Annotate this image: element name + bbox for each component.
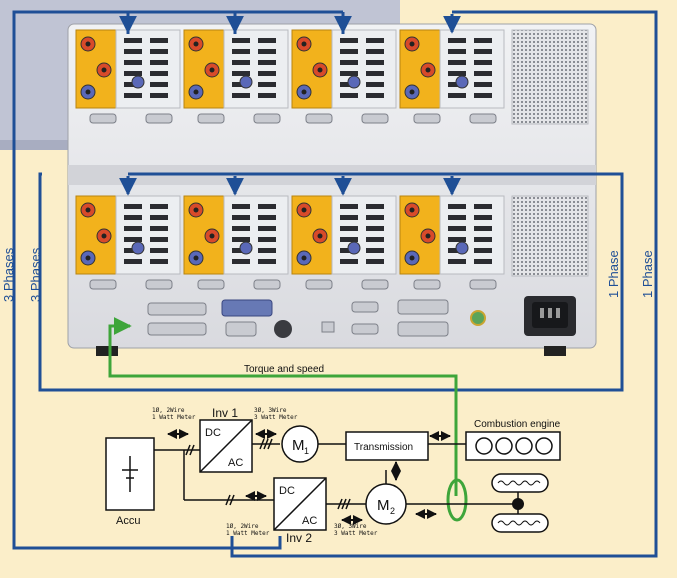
terminal-jack: [296, 202, 312, 218]
terminal-jack: [420, 228, 436, 244]
sub-d-connector: [361, 113, 389, 124]
sub-d-connector: [253, 113, 281, 124]
terminal-jack: [296, 84, 312, 100]
sub-d-connector: [253, 279, 281, 290]
terminal-jack: [296, 250, 312, 266]
sub-d-connector: [145, 279, 173, 290]
sub-d-connector: [305, 113, 333, 124]
terminal-jack: [80, 84, 96, 100]
channel-module: [75, 195, 181, 290]
wheel-icon: [491, 473, 549, 533]
terminal-jack: [188, 36, 204, 52]
inv1-right-note-line2: 3 Watt Meter: [254, 414, 298, 421]
channel-modules: [75, 29, 505, 290]
inv1-right-note-line1: 3Ø, 3Wire: [254, 407, 287, 414]
drive-train-block-diagram: [105, 419, 561, 531]
inverter-2-label: Inv 2: [286, 531, 312, 545]
terminal-jack: [188, 202, 204, 218]
terminal-jack: [188, 84, 204, 100]
torque-speed-label: Torque and speed: [244, 364, 324, 375]
accu-label: Accu: [116, 515, 140, 527]
terminal-jack: [420, 62, 436, 78]
sub-d-connector: [361, 279, 389, 290]
sub-d-connector: [469, 113, 497, 124]
sub-d-connector: [145, 113, 173, 124]
inv1-left-note-line1: 1Ø, 2Wire: [152, 407, 185, 414]
motor-1-subscript: 1: [304, 446, 309, 456]
lower-fan-vent: [511, 195, 589, 277]
inverter-1-label: Inv 1: [212, 406, 238, 420]
one-phase-outer-label: 1 Phase: [640, 250, 655, 298]
transmission-label: Transmission: [354, 442, 413, 453]
sub-d-connector: [305, 279, 333, 290]
three-phases-outer-label: 3 Phases: [1, 247, 16, 302]
interface-connectors: [147, 299, 486, 338]
terminal-jack: [96, 228, 112, 244]
inverter-1-dc-label: DC: [205, 427, 221, 439]
inverter-2-dc-label: DC: [279, 485, 295, 497]
terminal-jack: [404, 84, 420, 100]
inv2-left-note-line2: 1 Watt Meter: [226, 530, 270, 537]
terminal-jack: [80, 202, 96, 218]
terminal-jack: [80, 36, 96, 52]
combustion-engine-box: [465, 431, 561, 461]
sub-d-connector: [197, 113, 225, 124]
iec-power-inlet-icon: [524, 296, 576, 336]
wiring-arrows: [119, 14, 461, 196]
channel-module: [291, 195, 397, 290]
terminal-jack: [312, 228, 328, 244]
terminal-jack: [404, 250, 420, 266]
sub-d-connector: [413, 113, 441, 124]
one-phase-inner-label: 1 Phase: [606, 250, 621, 298]
motor-2-label: M: [377, 497, 390, 514]
inv2-right-note-line2: 3 Watt Meter: [334, 530, 378, 537]
channel-module: [183, 29, 289, 124]
channel-module: [399, 29, 505, 124]
sub-d-connector: [197, 279, 225, 290]
motor-1-label: M: [292, 437, 305, 454]
sub-d-connector: [413, 279, 441, 290]
terminal-jack: [188, 250, 204, 266]
channel-module: [75, 29, 181, 124]
upper-fan-vent: [511, 29, 589, 125]
torque-speed-wiring: [108, 317, 468, 522]
terminal-jack: [204, 228, 220, 244]
terminal-jack: [96, 62, 112, 78]
terminal-jack: [80, 250, 96, 266]
three-phases-inner-label: 3 Phases: [28, 247, 43, 302]
terminal-jack: [404, 36, 420, 52]
inv1-left-note-line2: 1 Watt Meter: [152, 414, 196, 421]
sub-d-connector: [89, 113, 117, 124]
sub-d-connector: [89, 279, 117, 290]
terminal-jack: [404, 202, 420, 218]
combustion-engine-label: Combustion engine: [474, 419, 561, 430]
terminal-jack: [312, 62, 328, 78]
sub-d-connector: [469, 279, 497, 290]
inverter-2-ac-label: AC: [302, 515, 317, 527]
inv2-right-note-line1: 3Ø, 3Wire: [334, 523, 367, 530]
inverter-1-ac-label: AC: [228, 457, 243, 469]
double-arrow-icons: [167, 429, 451, 525]
terminal-jack: [204, 62, 220, 78]
transmission-box: [345, 431, 429, 461]
motor-2-subscript: 2: [390, 506, 395, 516]
inv2-left-note-line1: 1Ø, 2Wire: [226, 523, 259, 530]
channel-module: [183, 195, 289, 290]
channel-module: [399, 195, 505, 290]
channel-module: [291, 29, 397, 124]
terminal-jack: [296, 36, 312, 52]
